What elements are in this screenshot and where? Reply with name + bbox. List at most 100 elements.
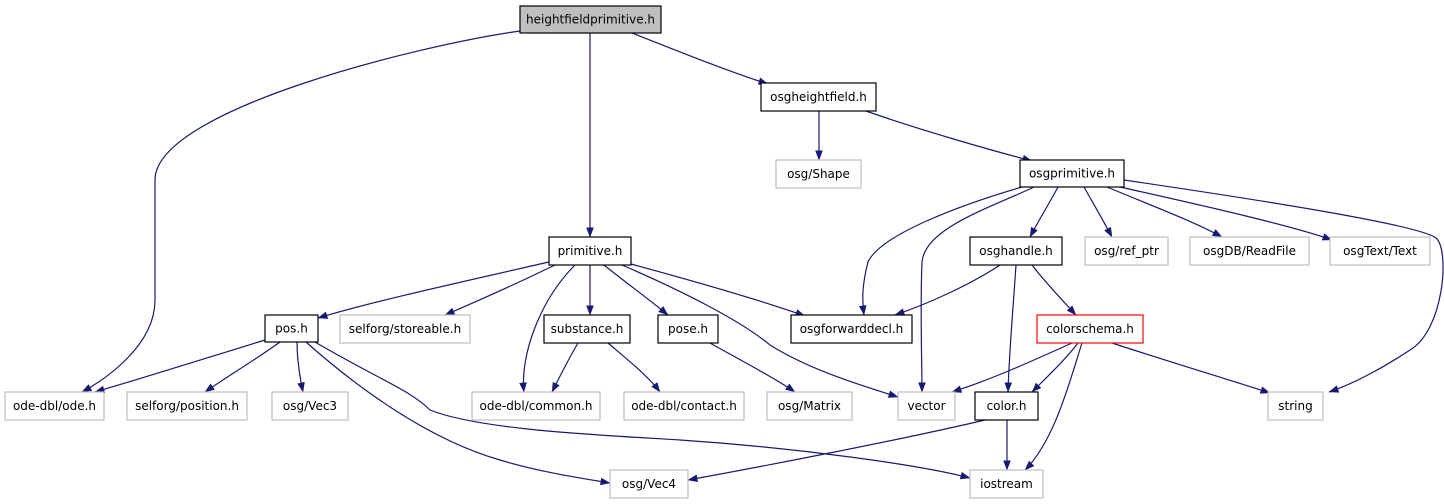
node-label: selforg/position.h bbox=[135, 399, 239, 413]
node-label: selforg/storeable.h bbox=[349, 322, 461, 336]
node-label: osgText/Text bbox=[1343, 244, 1417, 258]
node-box bbox=[1189, 236, 1310, 266]
edge-osgheightfield-to-osgprimitive bbox=[865, 110, 1033, 163]
node-box bbox=[4, 391, 105, 421]
node-colorschema[interactable]: colorschema.h bbox=[1036, 314, 1144, 344]
node-box bbox=[1084, 236, 1169, 266]
edge-pos-to-vec4 bbox=[305, 341, 611, 486]
node-box bbox=[548, 236, 632, 266]
edge-pos-to-odeh bbox=[94, 339, 266, 394]
node-box bbox=[471, 391, 601, 421]
node-label: pos.h bbox=[275, 322, 308, 336]
node-label: osgDB/ReadFile bbox=[1203, 244, 1296, 258]
edges-layer bbox=[81, 30, 1444, 486]
node-box bbox=[271, 391, 349, 421]
nodes-layer: heightfieldprimitive.h osgheightfield.h os… bbox=[4, 5, 1431, 499]
node-vector: vector bbox=[897, 391, 956, 421]
edge-colorschema-to-vector bbox=[951, 342, 1073, 393]
node-box bbox=[974, 391, 1039, 421]
node-label: osghandle.h bbox=[979, 244, 1053, 258]
node-iostream: iostream bbox=[969, 469, 1044, 499]
node-contact: ode-dbl/contact.h bbox=[623, 391, 745, 421]
node-label: osgforwarddecl.h bbox=[800, 322, 904, 336]
edge-colorschema-to-string bbox=[1111, 342, 1271, 394]
edge-primitive-to-common bbox=[519, 264, 576, 393]
node-box bbox=[519, 5, 662, 34]
node-label: color.h bbox=[987, 399, 1027, 413]
node-box bbox=[897, 391, 956, 421]
node-box bbox=[760, 82, 877, 112]
node-box bbox=[264, 314, 319, 343]
edge-primitive-to-storeable bbox=[444, 264, 556, 316]
node-heightfieldprimitive: heightfieldprimitive.h bbox=[519, 5, 662, 34]
node-readfile: osgDB/ReadFile bbox=[1189, 236, 1310, 266]
edge-osghandle-to-colorschema bbox=[1031, 264, 1077, 316]
node-odeh: ode-dbl/ode.h bbox=[4, 391, 105, 421]
node-label: colorschema.h bbox=[1046, 322, 1134, 336]
node-label: osg/Shape bbox=[787, 167, 850, 181]
node-box bbox=[657, 314, 719, 344]
node-label: osg/Matrix bbox=[778, 399, 841, 413]
edge-osgprimitive-to-osgforwarddecl bbox=[858, 186, 1023, 316]
node-vec4: osg/Vec4 bbox=[609, 469, 689, 499]
edge-colorschema-to-iostream bbox=[1024, 342, 1083, 471]
node-matrix: osg/Matrix bbox=[766, 391, 853, 421]
edge-heightfieldprimitive-to-odeh bbox=[81, 30, 521, 393]
edge-osgprimitive-to-osgtext bbox=[1119, 186, 1333, 241]
node-label: ode-dbl/ode.h bbox=[13, 399, 96, 413]
node-box bbox=[969, 469, 1044, 499]
node-label: ode-dbl/contact.h bbox=[631, 399, 737, 413]
node-osgtext: osgText/Text bbox=[1329, 236, 1431, 266]
node-box bbox=[623, 391, 745, 421]
node-box bbox=[126, 391, 248, 421]
node-box bbox=[339, 314, 471, 344]
edge-primitive-to-pos bbox=[317, 261, 550, 319]
edge-osgprimitive-to-ref_ptr bbox=[1083, 186, 1113, 238]
node-label: osg/Vec4 bbox=[622, 477, 676, 491]
edge-substance-to-common bbox=[551, 342, 579, 393]
node-box bbox=[1329, 236, 1431, 266]
edge-pose-to-matrix bbox=[709, 342, 796, 393]
edge-substance-to-contact bbox=[607, 342, 661, 393]
node-position: selforg/position.h bbox=[126, 391, 248, 421]
edge-primitive-to-pose bbox=[603, 264, 669, 316]
node-vec3: osg/Vec3 bbox=[271, 391, 349, 421]
node-label: pose.h bbox=[668, 322, 708, 336]
node-label: substance.h bbox=[551, 322, 624, 336]
node-label: osgprimitive.h bbox=[1029, 167, 1115, 181]
node-label: string bbox=[1278, 399, 1312, 413]
node-ref_ptr: osg/ref_ptr bbox=[1084, 236, 1169, 266]
node-label: heightfieldprimitive.h bbox=[526, 13, 655, 27]
edge-primitive-to-osgforwarddecl bbox=[630, 263, 806, 317]
node-label: osg/Vec3 bbox=[283, 399, 337, 413]
edge-osghandle-to-color bbox=[1004, 264, 1017, 393]
node-pos[interactable]: pos.h bbox=[264, 314, 319, 343]
edge-primitive-to-vector bbox=[621, 264, 899, 398]
edge-color-to-vec4 bbox=[687, 419, 986, 483]
node-string: string bbox=[1267, 391, 1324, 421]
edge-osgprimitive-to-string bbox=[1123, 179, 1444, 393]
node-box bbox=[1036, 314, 1144, 344]
node-osgheightfield[interactable]: osgheightfield.h bbox=[760, 82, 877, 112]
node-box bbox=[790, 314, 913, 344]
node-pose[interactable]: pose.h bbox=[657, 314, 719, 344]
node-osgforwarddecl[interactable]: osgforwarddecl.h bbox=[790, 314, 913, 344]
node-box bbox=[775, 159, 862, 189]
edge-osghandle-to-osgforwarddecl bbox=[894, 264, 1001, 316]
node-box bbox=[766, 391, 853, 421]
node-osgprimitive[interactable]: osgprimitive.h bbox=[1019, 159, 1125, 188]
node-box bbox=[543, 314, 631, 344]
node-common: ode-dbl/common.h bbox=[471, 391, 601, 421]
node-storeable: selforg/storeable.h bbox=[339, 314, 471, 344]
node-label: osgheightfield.h bbox=[770, 90, 867, 104]
node-label: vector bbox=[907, 399, 945, 413]
node-primitive[interactable]: primitive.h bbox=[548, 236, 632, 266]
node-substance[interactable]: substance.h bbox=[543, 314, 631, 344]
node-osghandle[interactable]: osghandle.h bbox=[969, 236, 1063, 266]
node-label: osg/ref_ptr bbox=[1094, 244, 1159, 258]
node-box bbox=[969, 236, 1063, 266]
edge-pos-to-position bbox=[204, 341, 281, 393]
node-color[interactable]: color.h bbox=[974, 391, 1039, 421]
edge-pos-to-iostream bbox=[314, 341, 971, 480]
